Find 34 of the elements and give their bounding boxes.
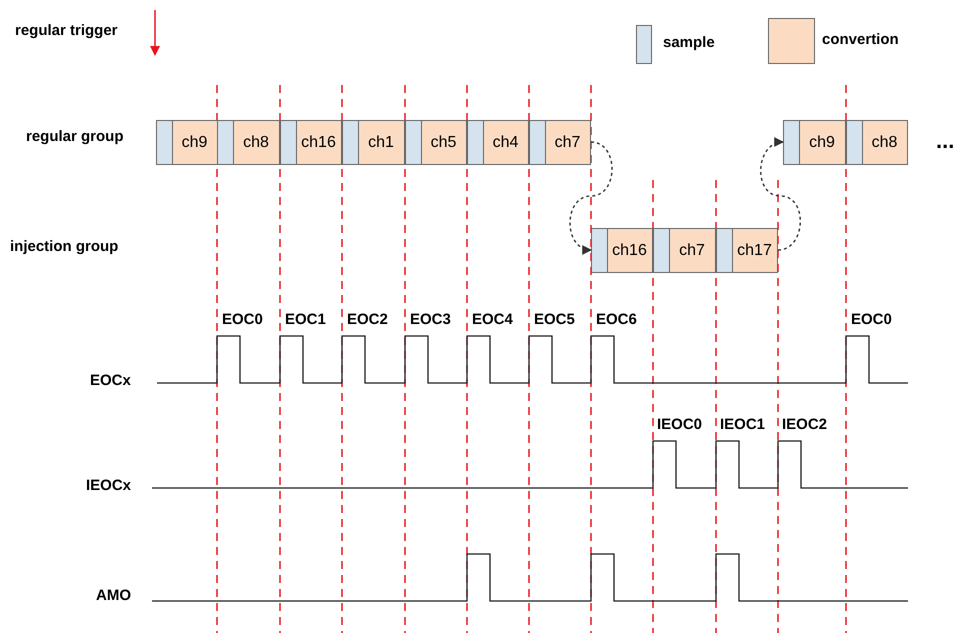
pulse-label: EOC0 — [222, 311, 263, 328]
channel-label: ch8 — [870, 132, 898, 152]
row-label: injection group — [10, 238, 118, 255]
arrow — [569, 141, 613, 254]
row-label: AMO — [96, 587, 131, 604]
ellipsis: ... — [936, 128, 954, 154]
pulse-label: EOC3 — [410, 311, 451, 328]
legend-label: convertion — [822, 31, 899, 48]
pulse-label: IEOC1 — [720, 416, 766, 433]
pulse-label: IEOC2 — [782, 416, 828, 433]
pulse-label: EOC6 — [596, 311, 637, 328]
row-label: regular trigger — [15, 22, 118, 39]
channel-label: ch5 — [430, 132, 458, 152]
row-label: EOCx — [90, 372, 131, 389]
channel-label: ch16 — [300, 132, 337, 152]
pulse-label: EOC1 — [285, 311, 326, 328]
pulse-label: EOC2 — [347, 311, 388, 328]
pulse-label: EOC4 — [472, 311, 513, 328]
pulse-label: IEOC0 — [657, 416, 702, 433]
row-label: IEOCx — [86, 477, 132, 494]
row-label: regular group — [26, 128, 124, 145]
channel-label: ch9 — [808, 132, 836, 152]
channel-label: ch7 — [678, 240, 706, 260]
channel-label: ch7 — [554, 132, 582, 152]
channel-label: ch8 — [242, 132, 270, 152]
pulse-label: EOC0 — [851, 311, 892, 328]
arrow — [760, 138, 801, 251]
channel-label: ch4 — [492, 132, 520, 152]
channel-label: ch9 — [180, 132, 208, 152]
legend-label: sample — [663, 34, 715, 51]
channel-label: ch1 — [367, 132, 395, 152]
channel-label: ch16 — [611, 240, 648, 260]
pulse-label: EOC5 — [534, 311, 575, 328]
channel-label: ch17 — [736, 240, 773, 260]
